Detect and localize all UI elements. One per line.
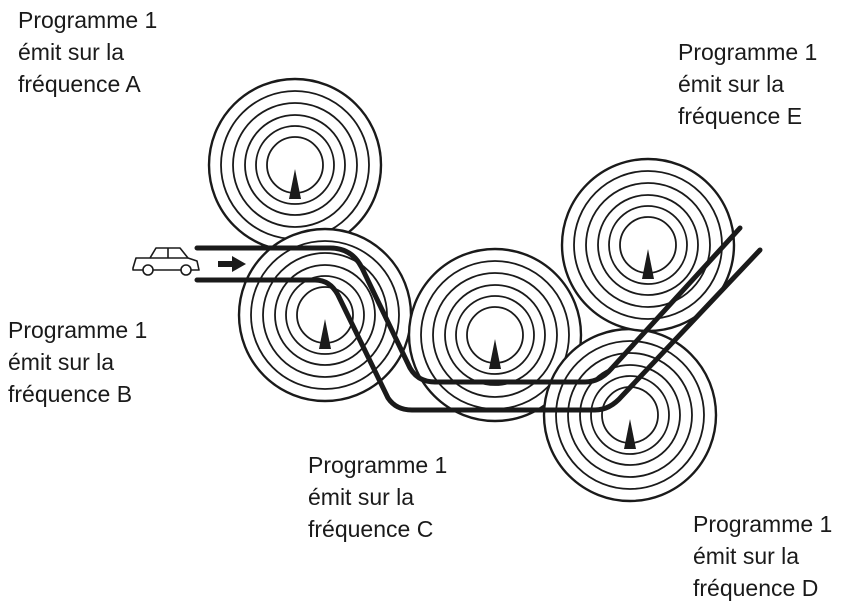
transmitter-d xyxy=(542,327,718,503)
antenna-icon xyxy=(319,319,331,349)
label-frequency-b: Programme 1 émit sur la fréquence B xyxy=(8,314,147,410)
coverage-ring xyxy=(285,275,365,355)
coverage-ring xyxy=(250,240,400,390)
coverage-ring xyxy=(455,295,535,375)
coverage-ring xyxy=(444,284,546,386)
direction-arrow-icon xyxy=(218,256,246,272)
label-line: émit sur la xyxy=(8,349,115,375)
coverage-ring xyxy=(542,327,718,503)
label-line: fréquence B xyxy=(8,381,133,407)
transmitter-e xyxy=(560,157,736,333)
transmitter-a xyxy=(207,77,383,253)
label-frequency-c: Programme 1 émit sur la fréquence C xyxy=(308,449,447,545)
label-line: Programme 1 xyxy=(308,452,448,478)
antenna-icon xyxy=(489,339,501,369)
coverage-layer xyxy=(207,77,736,503)
label-line: émit sur la xyxy=(308,484,415,510)
label-line: Programme 1 xyxy=(8,317,148,343)
coverage-ring xyxy=(608,205,688,285)
antenna-icon xyxy=(642,249,654,279)
label-line: Programme 1 xyxy=(678,39,818,65)
label-frequency-a: Programme 1 émit sur la fréquence A xyxy=(18,4,157,100)
coverage-ring xyxy=(244,114,346,216)
label-line: fréquence C xyxy=(308,516,434,542)
coverage-ring xyxy=(585,182,711,308)
coverage-ring xyxy=(432,272,558,398)
label-frequency-e: Programme 1 émit sur la fréquence E xyxy=(678,36,817,132)
coverage-ring xyxy=(567,352,693,478)
coverage-ring xyxy=(274,264,376,366)
coverage-ring xyxy=(255,125,335,205)
label-line: fréquence D xyxy=(693,575,819,601)
road xyxy=(194,225,763,413)
antenna-icon xyxy=(624,419,636,449)
label-line: fréquence E xyxy=(678,103,803,129)
coverage-ring xyxy=(579,364,681,466)
label-frequency-d: Programme 1 émit sur la fréquence D xyxy=(693,508,832,604)
label-line: fréquence A xyxy=(18,71,141,97)
car-icon xyxy=(132,247,200,276)
transmitter-c xyxy=(407,247,583,423)
coverage-ring xyxy=(207,77,383,253)
coverage-ring xyxy=(555,340,705,490)
coverage-ring xyxy=(590,375,670,455)
road-edge-lower xyxy=(194,247,763,413)
antenna-icon xyxy=(289,169,301,199)
label-line: émit sur la xyxy=(693,543,800,569)
coverage-ring xyxy=(597,194,699,296)
label-line: Programme 1 xyxy=(693,511,833,537)
label-line: émit sur la xyxy=(18,39,125,65)
road-edge-upper xyxy=(194,225,743,385)
label-line: émit sur la xyxy=(678,71,785,97)
label-line: Programme 1 xyxy=(18,7,158,33)
coverage-ring xyxy=(407,247,583,423)
coverage-ring xyxy=(232,102,358,228)
